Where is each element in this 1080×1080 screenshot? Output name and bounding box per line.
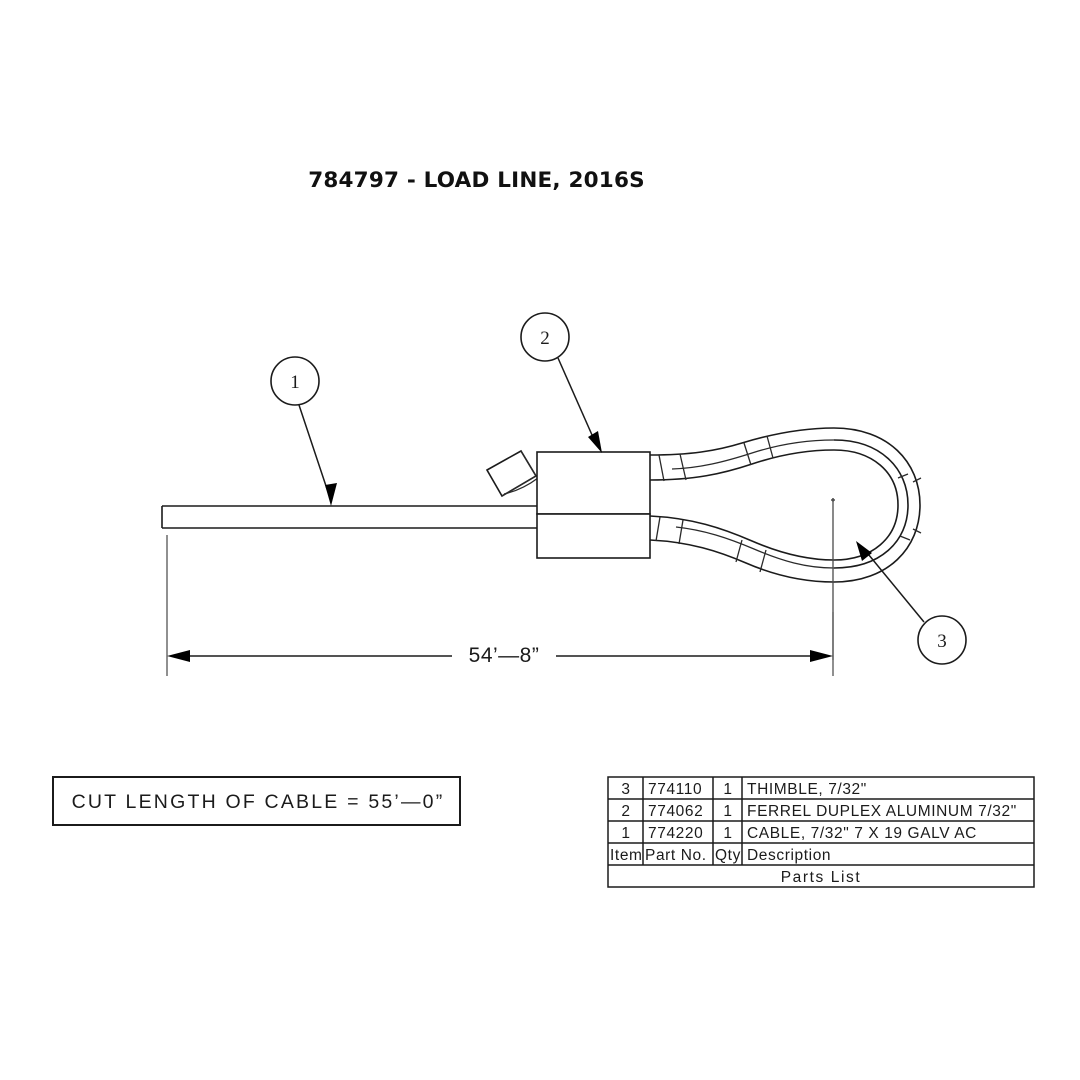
- overall-length-dimension: 54’—8”: [166, 535, 834, 676]
- dimension-arrowhead-left: [167, 650, 190, 662]
- balloon-2-leader: [557, 357, 597, 445]
- dimension-arrowhead-right: [810, 650, 833, 662]
- row-qty: 1: [723, 825, 732, 842]
- table-row: 3 774110 1 THIMBLE, 7/32": [621, 781, 866, 798]
- balloon-1-leader: [298, 404, 331, 499]
- balloon-callout-2[interactable]: 2: [520, 312, 602, 453]
- table-header-row: Item Part No. Qty Description: [610, 847, 831, 864]
- balloon-1-arrowhead: [325, 483, 337, 506]
- balloon-1-label: 1: [290, 372, 300, 393]
- balloon-2-arrowhead: [588, 431, 602, 453]
- cut-length-note-box: CUT LENGTH OF CABLE = 55’—0”: [52, 776, 461, 826]
- page-title: 784797 - LOAD LINE, 2016S: [308, 168, 645, 193]
- balloon-3-leader: [863, 548, 925, 623]
- column-header-description: Description: [747, 847, 831, 864]
- parts-list-border: [607, 776, 1035, 888]
- cut-length-note-text: CUT LENGTH OF CABLE = 55’—0”: [72, 791, 445, 813]
- balloon-callout-3[interactable]: 3: [856, 541, 967, 665]
- row-description: CABLE, 7/32" 7 X 19 GALV AC: [747, 825, 977, 842]
- cable-upper-leg: [649, 427, 835, 482]
- row-qty: 1: [723, 803, 732, 820]
- row-part-no: 774110: [648, 781, 702, 798]
- row-description: THIMBLE, 7/32": [747, 781, 867, 798]
- column-header-part-no: Part No.: [645, 847, 707, 864]
- parts-list-title: Parts List: [781, 869, 862, 886]
- row-part-no: 774220: [648, 825, 703, 842]
- parts-list-table: 3 774110 1 THIMBLE, 7/32" 2 774062 1 FER…: [607, 776, 1035, 888]
- row-item: 1: [621, 825, 630, 842]
- balloon-3-label: 3: [937, 631, 947, 652]
- column-header-qty: Qty: [715, 847, 741, 864]
- dimension-value: 54’—8”: [469, 644, 540, 667]
- row-item: 3: [621, 781, 630, 798]
- row-part-no: 774062: [648, 803, 703, 820]
- table-row: 1 774220 1 CABLE, 7/32" 7 X 19 GALV AC: [621, 825, 977, 842]
- column-header-item: Item: [610, 847, 643, 864]
- table-row: 2 774062 1 FERREL DUPLEX ALUMINUM 7/32": [621, 803, 1016, 820]
- balloon-callout-1[interactable]: 1: [270, 356, 337, 506]
- ferrel-duplex-sleeve: [536, 451, 651, 559]
- cut-length-note-border: [52, 776, 461, 826]
- cable-tail-stub: [485, 449, 539, 498]
- row-qty: 1: [723, 781, 732, 798]
- balloon-1-circle[interactable]: [270, 356, 320, 406]
- thimble: [831, 427, 922, 583]
- balloon-3-arrowhead: [856, 541, 872, 561]
- row-item: 2: [621, 803, 630, 820]
- balloon-2-label: 2: [540, 328, 550, 349]
- balloon-3-circle[interactable]: [917, 615, 967, 665]
- balloon-2-circle[interactable]: [520, 312, 570, 362]
- cable-lower-leg: [649, 515, 835, 583]
- cable-body: [161, 505, 537, 529]
- row-description: FERREL DUPLEX ALUMINUM 7/32": [747, 803, 1017, 820]
